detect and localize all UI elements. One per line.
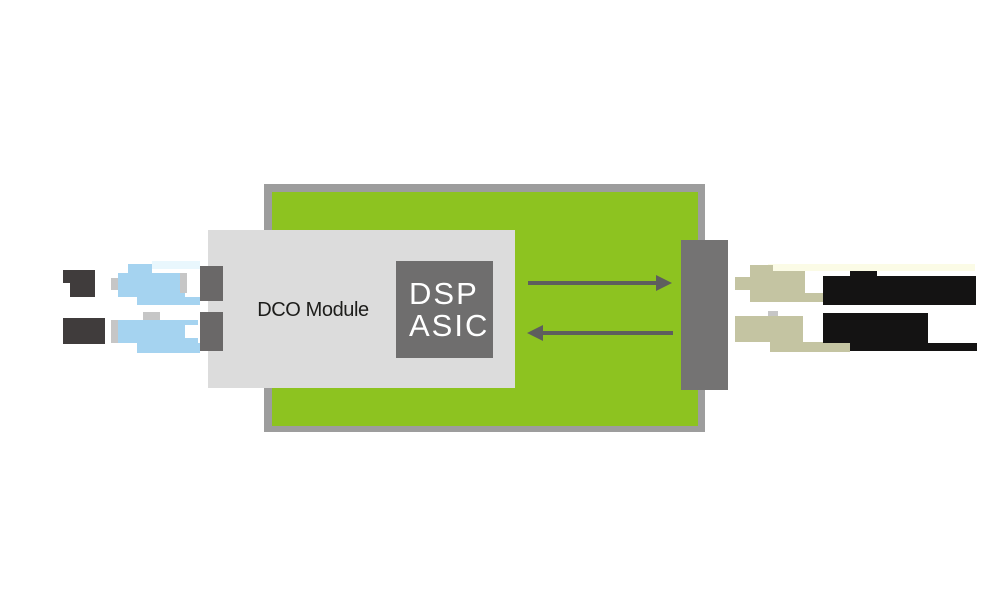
client-cable-end-top-boot bbox=[70, 270, 95, 297]
line-connector-nub-top bbox=[735, 277, 752, 290]
client-optical-port-top bbox=[200, 266, 223, 301]
client-optical-port-bottom bbox=[200, 312, 223, 351]
line-fiber-connector-bottom-tail bbox=[770, 342, 850, 352]
line-cable-bottom-strand bbox=[850, 343, 977, 351]
dsp-asic-chip: DSP ASIC bbox=[396, 261, 493, 358]
client-fiber-strand-top bbox=[152, 261, 200, 269]
tx-arrow-icon bbox=[656, 275, 672, 291]
dsp-asic-label-line1: DSP bbox=[409, 275, 479, 311]
tx-arrow-line bbox=[528, 281, 660, 285]
client-connector-ferrule-top bbox=[180, 273, 187, 293]
rx-arrow-line bbox=[542, 331, 673, 335]
line-cable-bottom bbox=[823, 313, 928, 343]
line-fiber-strand-top bbox=[768, 264, 975, 271]
dsp-asic-label-line2: ASIC bbox=[409, 307, 490, 343]
client-connector-nub-bottom bbox=[111, 320, 118, 343]
host-electrical-connector bbox=[681, 240, 728, 390]
client-fiber-connector-bottom-tail bbox=[137, 343, 200, 353]
client-connector-latch-top bbox=[128, 264, 152, 275]
client-fiber-connector-top-tail bbox=[137, 297, 200, 305]
client-connector-latch-bottom bbox=[143, 312, 160, 320]
line-fiber-connector-top-tail bbox=[753, 293, 850, 302]
dco-module-label: DCO Module bbox=[257, 299, 369, 321]
client-connector-nub-top bbox=[111, 278, 118, 290]
line-connector-latch-top bbox=[750, 265, 773, 275]
client-cable-end-bottom bbox=[63, 318, 105, 344]
client-fiber-connector-top bbox=[118, 273, 185, 297]
line-fiber-connector-bottom bbox=[735, 316, 803, 342]
line-cable-top bbox=[823, 276, 976, 305]
client-fiber-connector-bottom bbox=[118, 320, 198, 343]
line-cable-top-boot bbox=[850, 271, 877, 278]
rx-arrow-icon bbox=[527, 325, 543, 341]
client-connector-notch-bottom bbox=[185, 325, 198, 338]
line-connector-latch-bottom bbox=[768, 311, 778, 317]
